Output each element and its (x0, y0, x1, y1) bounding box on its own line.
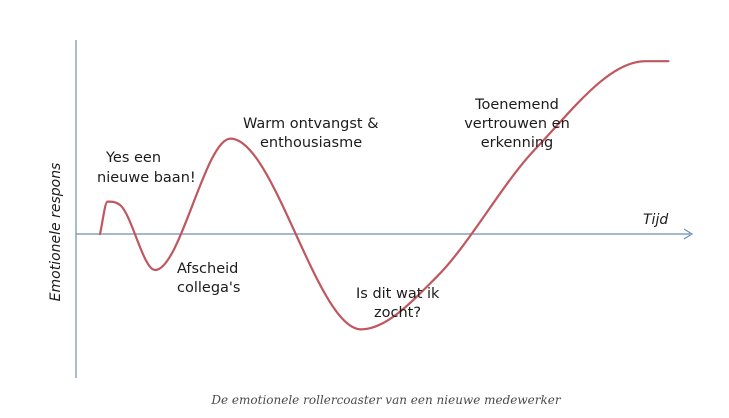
x-axis-arrowhead (683, 228, 694, 240)
annotation-warm-line-2: enthousiasme (260, 135, 362, 151)
annotation-twijfel-line-1: Is dit wat ik (356, 286, 440, 302)
series-line (98, 60, 670, 331)
annotation-vertrouwen-line-1: Toenemend (474, 97, 559, 113)
x-axis-label: Tijd (643, 212, 668, 228)
annotation-vertrouwen-line-3: erkenning (481, 135, 554, 151)
y-axis-label: Emotionele respons (48, 163, 64, 302)
annotation-twijfel-line-2: zocht? (374, 305, 421, 321)
annotation-afscheid-line-2: collega's (177, 280, 240, 296)
annotation-yes-line-1: Yes een (105, 150, 161, 166)
annotation-vertrouwen-line-2: vertrouwen en (464, 116, 570, 132)
annotation-warm-line-1: Warm ontvangst & (243, 116, 379, 132)
chart-caption: De emotionele rollercoaster van een nieu… (210, 393, 561, 407)
annotation-afscheid-line-1: Afscheid (177, 261, 238, 277)
annotation-yes-line-2: nieuwe baan! (97, 170, 196, 186)
